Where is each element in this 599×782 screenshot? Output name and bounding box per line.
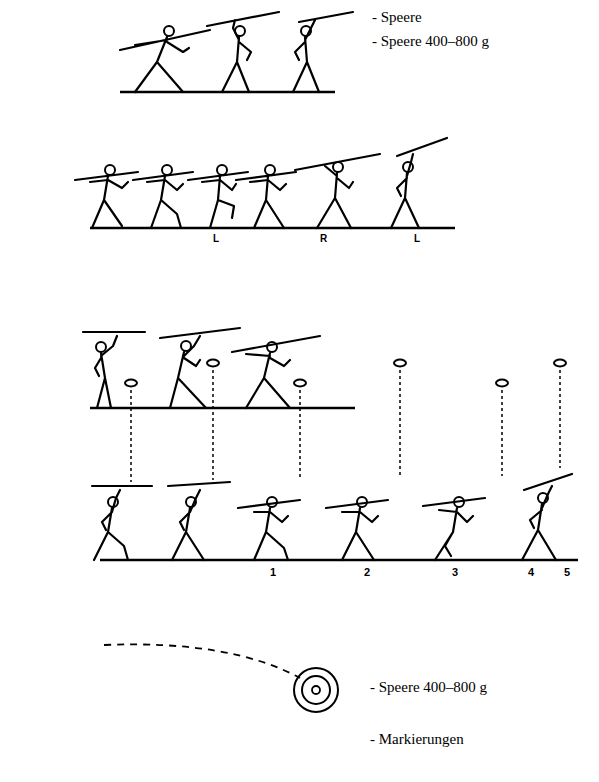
stick-figure bbox=[120, 26, 210, 92]
stick-figure bbox=[232, 336, 320, 408]
target-ring bbox=[302, 676, 330, 704]
stick-figure bbox=[160, 328, 240, 408]
stick-figure bbox=[168, 482, 230, 560]
stick-figure bbox=[83, 332, 145, 408]
material-note: - Speere 400–800 g bbox=[370, 679, 487, 696]
marker bbox=[294, 380, 306, 481]
stick-figure bbox=[326, 497, 388, 560]
foot-marker: L bbox=[213, 233, 219, 244]
stick-figure bbox=[188, 165, 248, 228]
ground-line bbox=[90, 227, 455, 230]
foot-marker: R bbox=[320, 233, 327, 244]
stick-figure bbox=[236, 165, 296, 228]
stick-figure bbox=[238, 497, 300, 560]
stick-figure bbox=[92, 486, 152, 560]
step-number: 2 bbox=[364, 566, 370, 578]
marker bbox=[125, 380, 137, 483]
ground-line bbox=[120, 91, 335, 94]
stick-figure bbox=[293, 12, 353, 92]
step-number: 3 bbox=[452, 566, 458, 578]
marker bbox=[207, 360, 219, 481]
stick-figure bbox=[391, 138, 447, 228]
stick-figure bbox=[423, 497, 485, 560]
target-center bbox=[312, 686, 320, 694]
stick-figure bbox=[207, 12, 279, 92]
material-note: - Speere bbox=[372, 9, 422, 26]
marker bbox=[496, 380, 508, 477]
stick-figure bbox=[522, 474, 572, 560]
material-note: - Markierungen bbox=[370, 731, 464, 748]
stick-figure bbox=[75, 165, 138, 228]
foot-marker: L bbox=[414, 233, 420, 244]
flight-path bbox=[104, 644, 300, 678]
marker bbox=[554, 360, 566, 469]
stick-figure bbox=[133, 165, 193, 228]
target-ring bbox=[294, 668, 338, 712]
step-number: 4 bbox=[528, 566, 534, 578]
ground-line bbox=[90, 407, 355, 410]
material-note: - Speere 400–800 g bbox=[372, 33, 489, 50]
marker bbox=[394, 360, 406, 479]
step-number: 1 bbox=[270, 566, 276, 578]
stick-figure bbox=[295, 154, 380, 228]
step-number: 5 bbox=[564, 566, 570, 578]
